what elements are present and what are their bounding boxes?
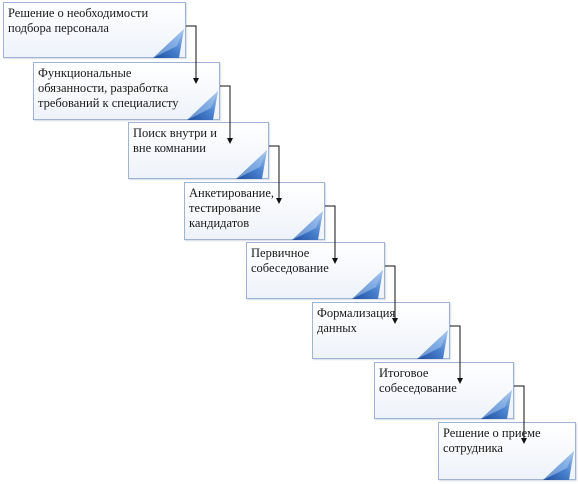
page-fold-icon bbox=[187, 91, 218, 120]
page-fold-icon bbox=[417, 330, 448, 359]
page-fold-icon bbox=[153, 29, 184, 58]
step-formalization: Формализация данных bbox=[312, 302, 450, 359]
step-hire-label: Решение о приеме сотрудника bbox=[443, 426, 541, 455]
step-first-interview-label: Первичное собеседование bbox=[251, 246, 329, 275]
step-final-interview: Итоговое собеседование bbox=[374, 362, 514, 419]
step-final-interview-label: Итоговое собеседование bbox=[379, 366, 457, 395]
step-search-label: Поиск внутри и вне комнании bbox=[133, 126, 217, 155]
step-need: Решение о необходимости подбора персонал… bbox=[3, 2, 186, 58]
step-duties: Функциональные обязанности, разработка т… bbox=[33, 62, 220, 120]
step-search: Поиск внутри и вне комнании bbox=[128, 122, 269, 179]
step-duties-label: Функциональные обязанности, разработка т… bbox=[38, 66, 179, 110]
step-testing: Анкетирование, тестирование кандидатов bbox=[184, 182, 325, 240]
step-formalization-label: Формализация данных bbox=[317, 306, 396, 335]
step-need-label: Решение о необходимости подбора персонал… bbox=[8, 6, 149, 35]
step-first-interview: Первичное собеседование bbox=[246, 242, 385, 299]
page-fold-icon bbox=[543, 451, 574, 480]
page-fold-icon bbox=[236, 150, 267, 179]
step-hire: Решение о приеме сотрудника bbox=[438, 422, 576, 480]
page-fold-icon bbox=[481, 390, 512, 419]
page-fold-icon bbox=[352, 270, 383, 299]
page-fold-icon bbox=[292, 211, 323, 240]
step-testing-label: Анкетирование, тестирование кандидатов bbox=[189, 186, 275, 230]
